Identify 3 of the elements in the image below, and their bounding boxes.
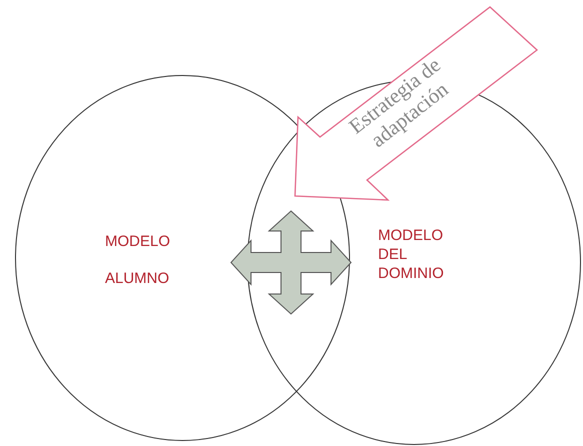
model-label: MODELO DEL DOMINIO: [378, 226, 445, 283]
model-label: MODELO ALUMNO: [105, 232, 172, 289]
ellipse-node: [15, 75, 350, 441]
